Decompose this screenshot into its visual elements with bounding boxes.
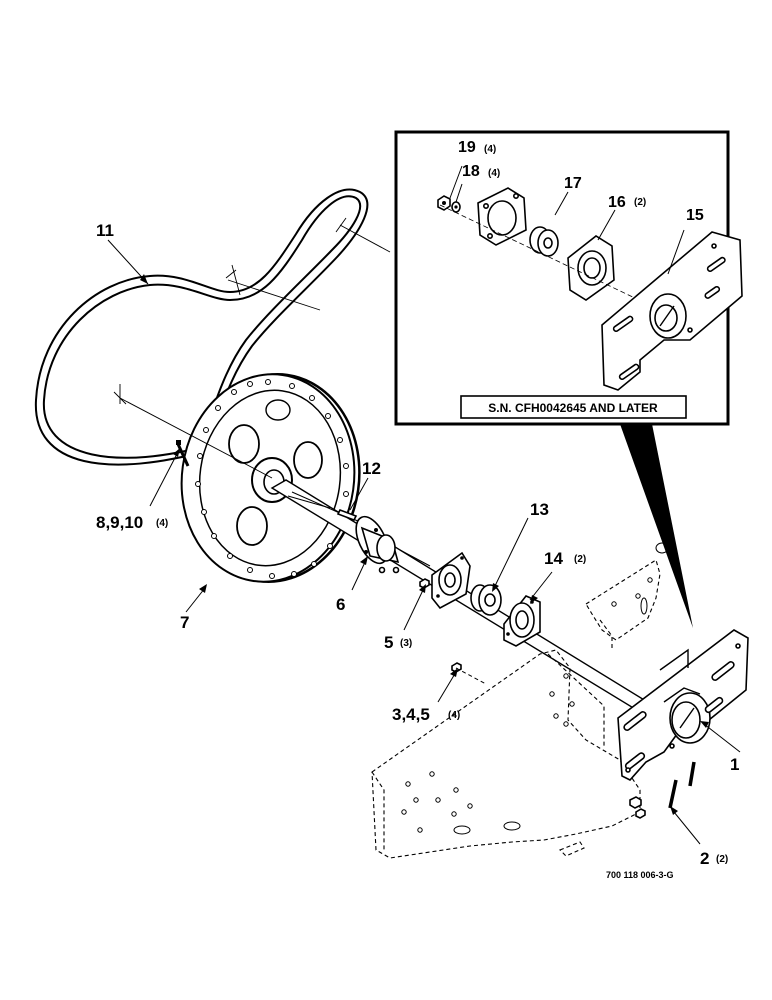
callout-6: 6 [336,595,345,614]
bolt-icon [629,761,696,819]
callout-2: 2 [700,849,709,868]
callout-11: 11 [96,221,114,240]
bearing-icon [470,584,502,616]
callout-3-4-5: 3,4,5 [392,705,430,724]
callout-3-4-5-qty: (4) [448,710,460,721]
callout-16-qty: (2) [634,197,646,208]
callout-14-qty: (2) [574,554,586,565]
inset-detail: S.N. CFH0042645 AND LATER 19 (4) 18 (4) … [394,130,743,628]
callout-18-qty: (4) [488,168,500,179]
bolt-icon [419,578,430,589]
frame-side-panel [371,559,661,859]
callout-15: 15 [686,207,704,224]
callout-16: 16 [608,194,626,211]
nut-icon [437,195,451,211]
callout-5-qty: (3) [400,638,412,649]
callout-7: 7 [180,613,189,632]
callout-18: 18 [462,163,480,180]
bolt-icon [176,440,190,467]
serial-note: S.N. CFH0042645 AND LATER [488,401,658,415]
callout-17: 17 [564,175,582,192]
mounting-plate [617,629,749,781]
callout-14: 14 [544,549,563,568]
callout-19: 19 [458,139,476,156]
bolt-icon [451,662,487,685]
callout-8-9-10: 8,9,10 [96,513,143,532]
callout-1: 1 [730,755,739,774]
flange-plate [503,595,541,647]
sheave-pulley [180,373,361,583]
mounting-plate-inset [601,231,743,391]
drawing-number: 700 118 006-3-G [606,870,674,880]
callout-13: 13 [530,500,549,519]
drive-belt [34,188,391,466]
callout-5: 5 [384,633,393,652]
frame-holes [401,542,669,835]
sheave-hub [355,515,400,574]
callout-12: 12 [362,459,381,478]
washer-icon [451,201,461,213]
callout-8-9-10-qty: (4) [156,518,168,529]
flange-plate [431,551,471,610]
flange-plate-inset-16 [567,235,615,301]
callout-19-qty: (4) [484,144,496,155]
flange-plate-inset [477,187,527,246]
callout-2-qty: (2) [716,854,728,865]
key-icon [336,508,358,522]
bearing-icon [529,226,559,257]
